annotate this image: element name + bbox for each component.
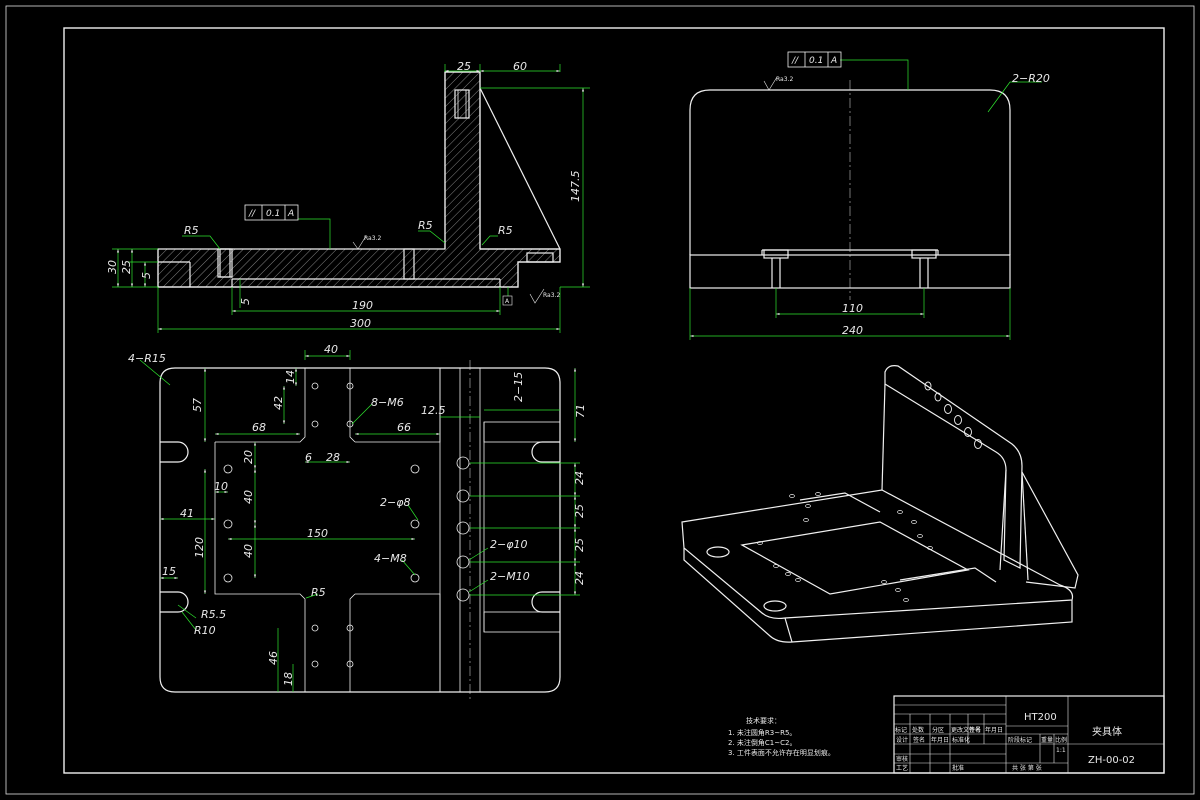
roughness-label: Ra3.2 [543, 292, 560, 299]
parallelism-frame-side: // 0.1 A [787, 51, 842, 68]
title-block-cell: 更改文件号 [951, 726, 981, 734]
dim-42: 42 [272, 396, 285, 410]
dim-147-5: 147.5 [569, 171, 582, 203]
side-view: // 0.1 A Ra3.2 2−R20 110 240 [689, 51, 1050, 340]
note-line: 1. 未注圆角R3~R5。 [728, 728, 796, 737]
dim-14: 14 [284, 370, 297, 384]
label-2-m10: 2−M10 [490, 570, 530, 583]
label-r5: R5 [311, 586, 326, 599]
dim-25-b: 25 [573, 538, 586, 552]
dim-300: 300 [350, 317, 371, 330]
dim-120: 120 [193, 537, 206, 558]
label-4-m8: 4−M8 [374, 552, 407, 565]
dim-15: 15 [162, 565, 176, 578]
sheet-info: 共 张 第 张 [1012, 764, 1042, 772]
front-section-view: // 0.1 A Ra3.2 Ra3.2 A 25 60 147.5 30 25… [106, 60, 590, 333]
dim-18: 18 [282, 672, 295, 686]
title-block-cell: 分区 [932, 726, 944, 734]
part-name: 夹具体 [1092, 725, 1122, 738]
dim-24-a: 24 [573, 471, 586, 485]
radius-r5-mid: R5 [418, 219, 433, 232]
scale: 1:1 [1056, 747, 1066, 754]
dim-30: 30 [106, 260, 119, 274]
roughness-label: Ra3.2 [776, 76, 793, 83]
note-line: 2. 未注倒角C1~C2。 [728, 738, 796, 747]
dim-41: 41 [180, 507, 194, 520]
dim-110: 110 [842, 302, 863, 315]
title-block-cell: 签名 [913, 736, 925, 744]
title-block-cell: 审核 [896, 755, 908, 763]
dim-25: 25 [457, 60, 471, 73]
dim-190: 190 [352, 299, 373, 312]
dim-20: 20 [242, 450, 255, 464]
roughness-label: Ra3.2 [364, 235, 381, 242]
title-block-cell: 签名 [969, 726, 981, 734]
dim-71: 71 [574, 404, 587, 418]
datum-label: A [505, 298, 510, 305]
title-block-cell: 处数 [912, 726, 924, 734]
title-block-cell: 标记 [895, 726, 907, 734]
label-r5-5: R5.5 [201, 608, 226, 621]
label-8-m6: 8−M6 [371, 396, 404, 409]
technical-notes: 技术要求： 1. 未注圆角R3~R5。 2. 未注倒角C1~C2。 3. 工件表… [728, 716, 835, 757]
label-2-phi10: 2−φ10 [490, 538, 527, 551]
dim-150: 150 [307, 527, 328, 540]
note-line: 3. 工件表面不允许存在明显划痕。 [728, 748, 835, 757]
dim-68: 68 [252, 421, 266, 434]
title-block-cell: 阶段标记 [1008, 736, 1032, 744]
title-block: HT200 夹具体 ZH-00-02 标记 处数 分区 更改文件号 签名 年月日… [893, 695, 1165, 774]
drawing-number: ZH-00-02 [1088, 755, 1135, 766]
title-block-cell: 比例 [1055, 736, 1067, 744]
title-block-cell: 工艺 [896, 764, 908, 772]
mounting-holes [223, 382, 470, 668]
dim-40-b: 40 [242, 490, 255, 504]
dim-57: 57 [191, 398, 204, 412]
dim-6: 6 [305, 451, 312, 464]
dim-24-b: 24 [573, 571, 586, 585]
dim-28: 28 [326, 451, 340, 464]
tol-value: 0.1 [809, 56, 823, 66]
dim-240: 240 [842, 324, 863, 337]
dim-66: 66 [397, 421, 411, 434]
dim-10: 10 [214, 480, 228, 493]
outer-border [5, 5, 1195, 795]
tol-symbol: // [791, 56, 799, 66]
dim-40-c: 40 [242, 544, 255, 558]
inner-border [63, 27, 1165, 774]
label-2-phi8: 2−φ8 [380, 496, 410, 509]
label-r10: R10 [194, 624, 216, 637]
title-block-cell: 批准 [952, 764, 964, 772]
dim-46: 46 [267, 651, 280, 665]
radius-r5-right: R5 [498, 224, 513, 237]
tol-datum: A [830, 56, 837, 66]
radius-r5-left: R5 [184, 224, 199, 237]
radius-note: 2−R20 [1012, 72, 1050, 85]
dim-12-5: 12.5 [421, 404, 446, 417]
label-2-15: 2−15 [512, 372, 525, 402]
tol-symbol: // [248, 209, 256, 219]
label-4-r15: 4−R15 [128, 352, 166, 365]
dim-5: 5 [239, 298, 252, 305]
parallelism-frame-front: // 0.1 A [244, 204, 299, 221]
isometric-view [681, 365, 1079, 643]
top-view: 4−R15 57 40 14 42 8−M6 68 66 12.5 2−15 7… [128, 343, 587, 700]
tol-datum: A [287, 209, 294, 219]
dim-25-v: 25 [120, 260, 133, 274]
tol-value: 0.1 [266, 209, 280, 219]
material: HT200 [1024, 712, 1057, 723]
dim-40-top: 40 [324, 343, 338, 356]
notes-title: 技术要求： [746, 716, 781, 725]
title-block-cell: 重量 [1041, 736, 1053, 744]
dim-25-a: 25 [573, 504, 586, 518]
title-block-cell: 年月日 [931, 736, 949, 744]
title-block-cell: 设计 [896, 736, 908, 744]
dim-5-v: 5 [140, 272, 153, 279]
title-block-cell: 年月日 [985, 726, 1003, 734]
dim-60: 60 [513, 60, 527, 73]
title-block-cell: 标准化 [952, 736, 970, 744]
